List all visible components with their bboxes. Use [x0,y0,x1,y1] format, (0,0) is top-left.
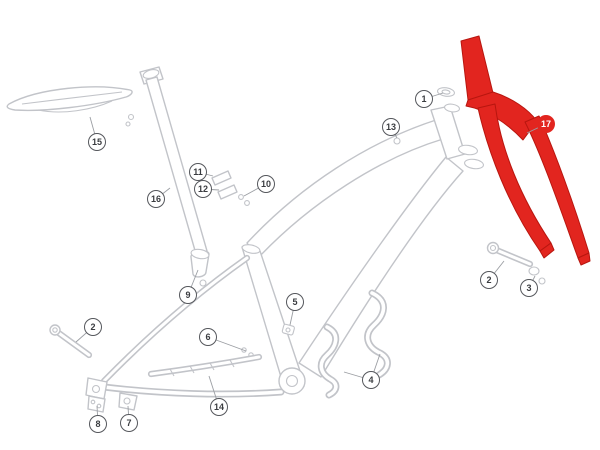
part-callout-12[interactable]: 12 [194,180,212,198]
cage-drawing [317,289,391,399]
part-callout-15[interactable]: 15 [88,133,106,151]
chainstay-protector-drawing [147,353,263,378]
part-callout-6[interactable]: 6 [199,328,217,346]
fork-highlighted[interactable] [460,35,591,266]
part-callout-2[interactable]: 2 [480,271,498,289]
part-callout-14[interactable]: 14 [210,398,228,416]
rear-axle-drawing [49,324,93,359]
seatpost-drawing [139,66,208,255]
part-callout-4[interactable]: 4 [362,371,380,389]
part-callout-3[interactable]: 3 [520,279,538,297]
headset-drawing [437,87,484,170]
part-callout-1[interactable]: 1 [415,90,433,108]
dropout-hardware-drawing [87,392,138,413]
frame-drawing [85,105,466,400]
seat-clamp-drawing [190,248,210,287]
part-callout-13[interactable]: 13 [382,118,400,136]
part-callout-9[interactable]: 9 [179,286,197,304]
front-axle-drawing [486,241,546,285]
part-callout-16[interactable]: 16 [147,190,165,208]
part-callout-10[interactable]: 10 [257,175,275,193]
saddle-drawing [6,86,135,127]
part-callout-17[interactable]: 17 [537,115,555,133]
top-tube-ports-drawing [211,170,250,206]
part-callout-11[interactable]: 11 [189,163,207,181]
part-callout-2[interactable]: 2 [84,318,102,336]
part-callout-8[interactable]: 8 [89,415,107,433]
part-callout-5[interactable]: 5 [286,293,304,311]
part-callout-7[interactable]: 7 [120,414,138,432]
